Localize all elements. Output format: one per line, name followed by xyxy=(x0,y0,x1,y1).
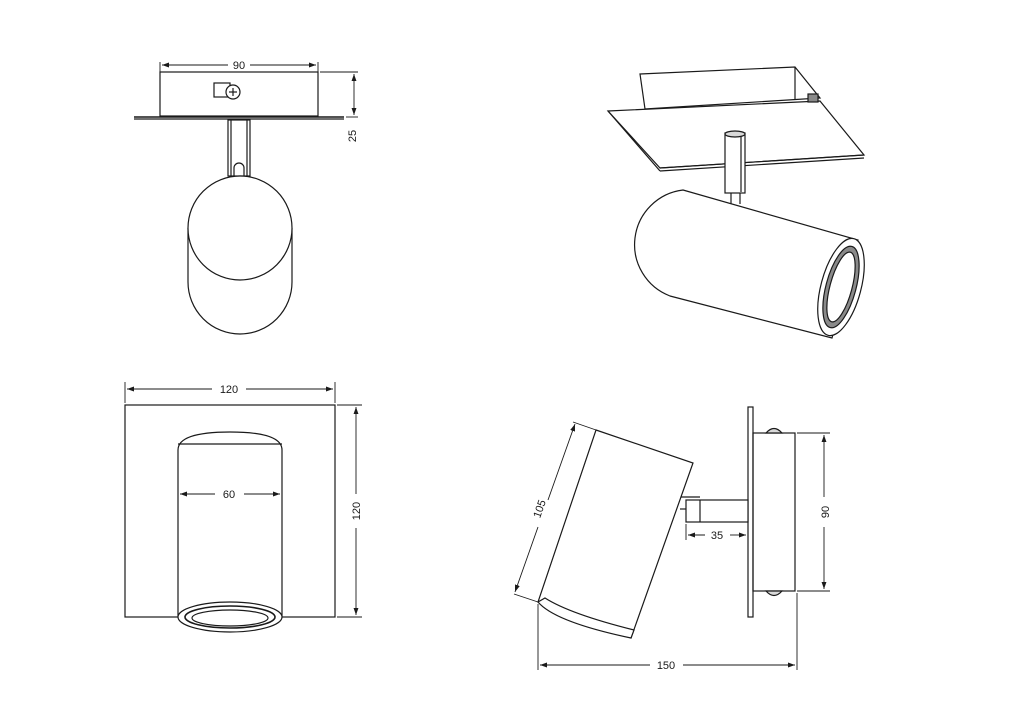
dim-side-plate-height: 90 xyxy=(820,506,832,518)
dim-front-width: 120 xyxy=(220,384,238,396)
dim-side-length: 105 xyxy=(532,498,549,519)
dim-front-height: 120 xyxy=(351,502,363,520)
side-plate xyxy=(747,406,754,618)
screw-icon xyxy=(764,427,784,434)
side-arm xyxy=(685,499,749,523)
front-ring xyxy=(177,601,283,633)
lens-icon xyxy=(191,609,269,627)
dim-front-inner-width: 60 xyxy=(223,489,235,501)
lens-icon xyxy=(826,251,856,323)
front-cylinder xyxy=(177,431,283,618)
iso-cylinder xyxy=(633,189,859,339)
dim-top-width: 90 xyxy=(233,60,245,72)
mounting-box xyxy=(159,71,319,117)
cylinder-front xyxy=(187,175,293,281)
dim-side-arm: 35 xyxy=(711,530,723,542)
front-view: 120 120 60 xyxy=(124,382,363,633)
side-ring xyxy=(537,597,635,639)
iso-box xyxy=(639,66,822,110)
dim-side-depth: 150 xyxy=(657,660,675,672)
dim-top-height: 25 xyxy=(347,130,359,142)
screw-icon xyxy=(807,93,819,103)
iso-stem xyxy=(724,132,746,194)
top-view: 90 25 xyxy=(134,60,359,335)
side-view: 105 35 90 150 xyxy=(513,406,832,672)
side-box xyxy=(752,432,796,592)
screw-icon xyxy=(764,590,784,597)
iso-view xyxy=(606,66,866,339)
